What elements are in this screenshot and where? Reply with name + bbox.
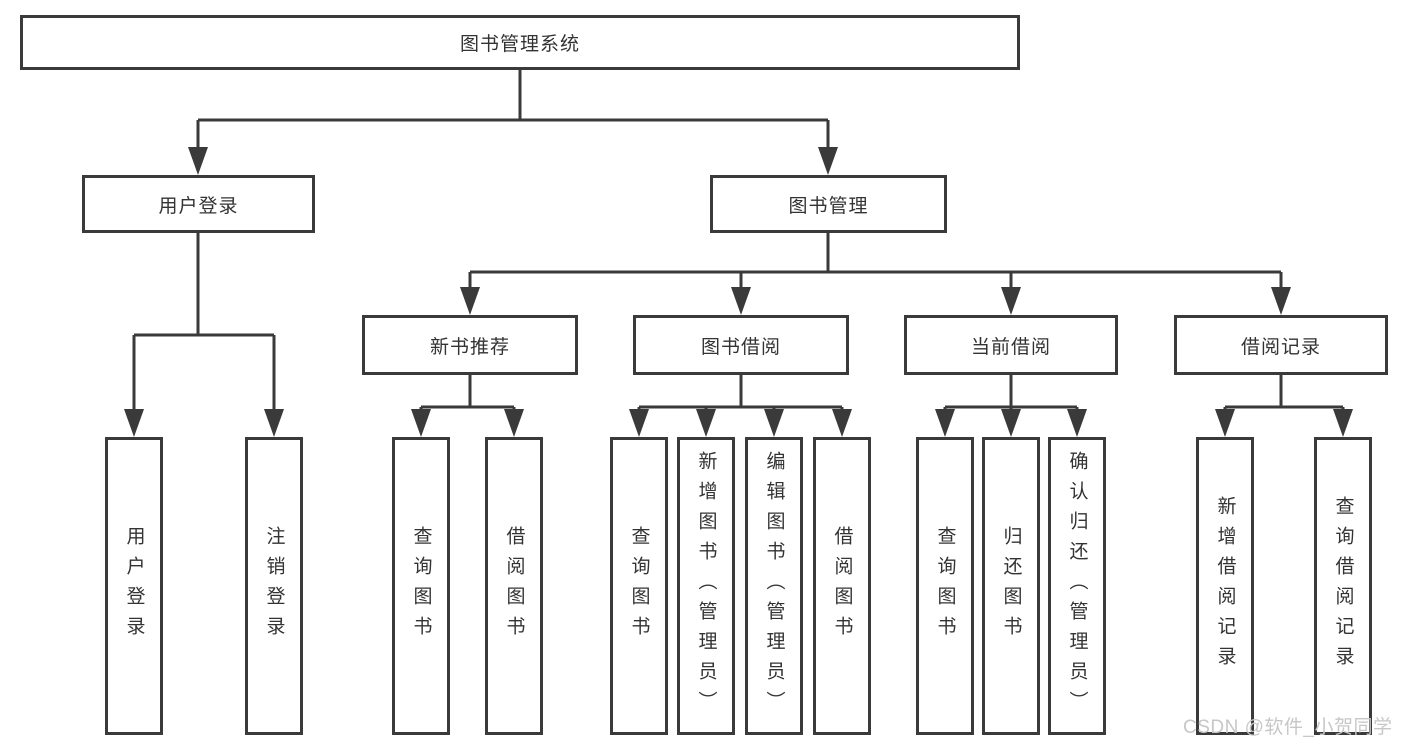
node-label: 注销登录 <box>263 526 285 646</box>
node-label: 编辑图书（管理员） <box>763 451 785 721</box>
node-library-management-system: 图书管理系统 <box>20 15 1020 70</box>
node-label: 借阅图书 <box>503 526 525 646</box>
node-book-borrowing: 图书借阅 <box>633 315 849 375</box>
node-label: 用户登录 <box>158 195 239 217</box>
csdn-watermark: CSDN @软件_小贺同学 <box>1183 717 1393 738</box>
node-leaf-query-books-recommend: 查询图书 <box>392 437 450 735</box>
node-label: 查询图书 <box>410 526 432 646</box>
node-label: 当前借阅 <box>970 336 1051 358</box>
node-label: 用户登录 <box>123 526 145 646</box>
node-leaf-logout: 注销登录 <box>245 437 303 735</box>
node-label: 图书借阅 <box>700 336 781 358</box>
node-label: 借阅记录 <box>1240 336 1321 358</box>
node-leaf-query-books-borrow: 查询图书 <box>610 437 668 735</box>
node-leaf-edit-books-admin: 编辑图书（管理员） <box>745 437 803 735</box>
node-leaf-query-borrow-record: 查询借阅记录 <box>1314 437 1372 735</box>
node-label: 新增图书（管理员） <box>695 451 717 721</box>
node-label: 查询图书 <box>934 526 956 646</box>
node-leaf-return-books: 归还图书 <box>982 437 1040 735</box>
node-label: 新书推荐 <box>429 336 510 358</box>
node-label: 确认归还（管理员） <box>1066 451 1088 721</box>
node-label: 图书管理 <box>788 195 869 217</box>
node-leaf-confirm-return-admin: 确认归还（管理员） <box>1048 437 1106 735</box>
node-current-borrowing: 当前借阅 <box>904 315 1118 375</box>
node-label: 查询图书 <box>628 526 650 646</box>
node-user-login-group: 用户登录 <box>82 175 315 233</box>
node-label: 借阅图书 <box>831 526 853 646</box>
node-new-book-recommendation: 新书推荐 <box>362 315 578 375</box>
node-leaf-query-books-current: 查询图书 <box>916 437 974 735</box>
node-leaf-user-login: 用户登录 <box>105 437 163 735</box>
node-label: 图书管理系统 <box>459 34 580 55</box>
node-label: 归还图书 <box>1000 526 1022 646</box>
node-leaf-borrow-books: 借阅图书 <box>813 437 871 735</box>
node-leaf-add-books-admin: 新增图书（管理员） <box>677 437 735 735</box>
node-borrowing-records: 借阅记录 <box>1174 315 1388 375</box>
node-leaf-borrow-books-recommend: 借阅图书 <box>485 437 543 735</box>
node-label: 新增借阅记录 <box>1214 496 1236 676</box>
node-book-management: 图书管理 <box>710 175 947 233</box>
node-leaf-add-borrow-record: 新增借阅记录 <box>1196 437 1254 735</box>
node-label: 查询借阅记录 <box>1332 496 1354 676</box>
